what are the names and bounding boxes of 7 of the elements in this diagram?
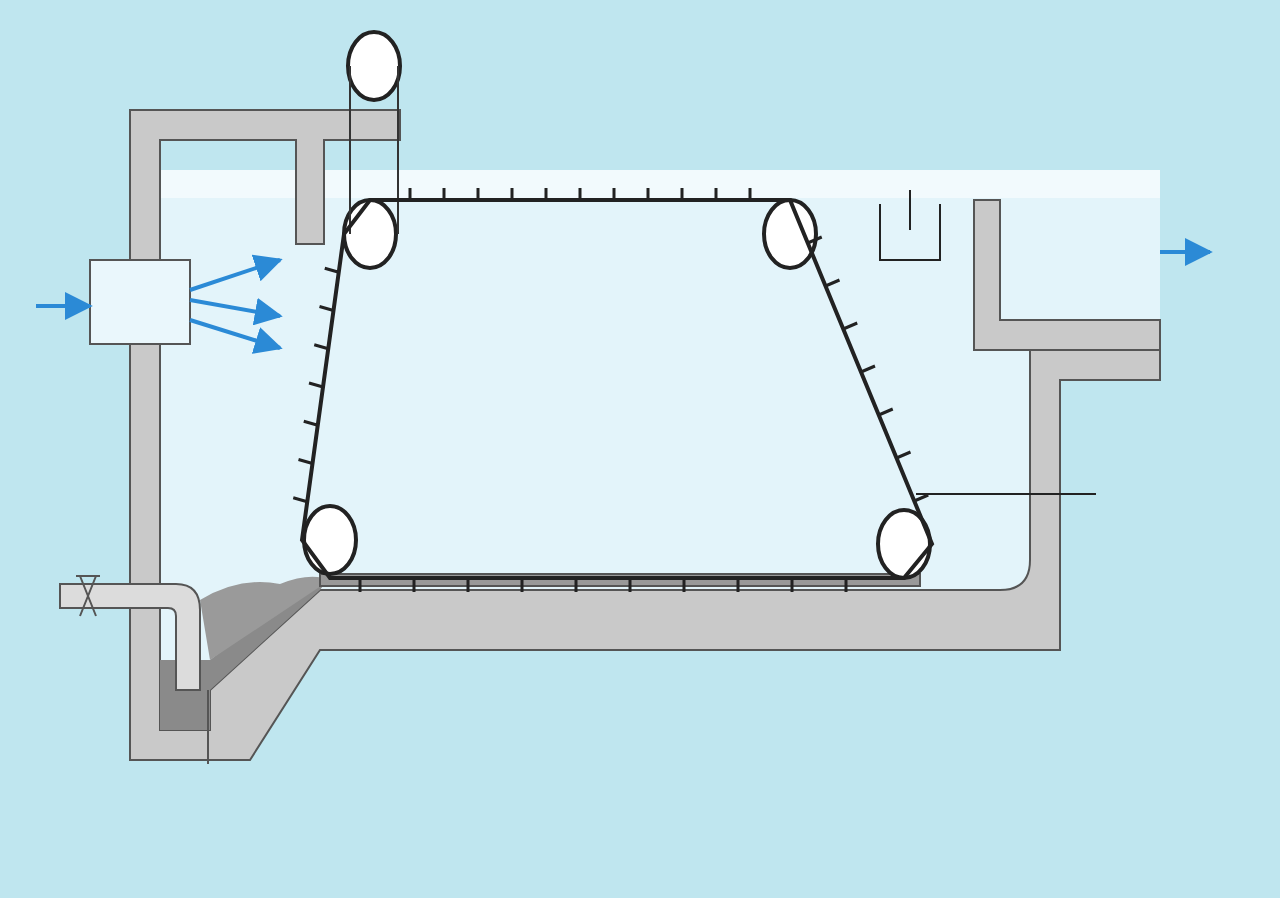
inlet-pipe: [89, 259, 191, 345]
flow-arrow: [189, 318, 283, 354]
sedimentation-tank-drawing: [59, 30, 1161, 765]
flow-arrow: [189, 297, 283, 326]
flow-arrow: [189, 254, 283, 292]
flow-arrow: [36, 292, 93, 320]
flow-arrow: [1160, 238, 1213, 266]
